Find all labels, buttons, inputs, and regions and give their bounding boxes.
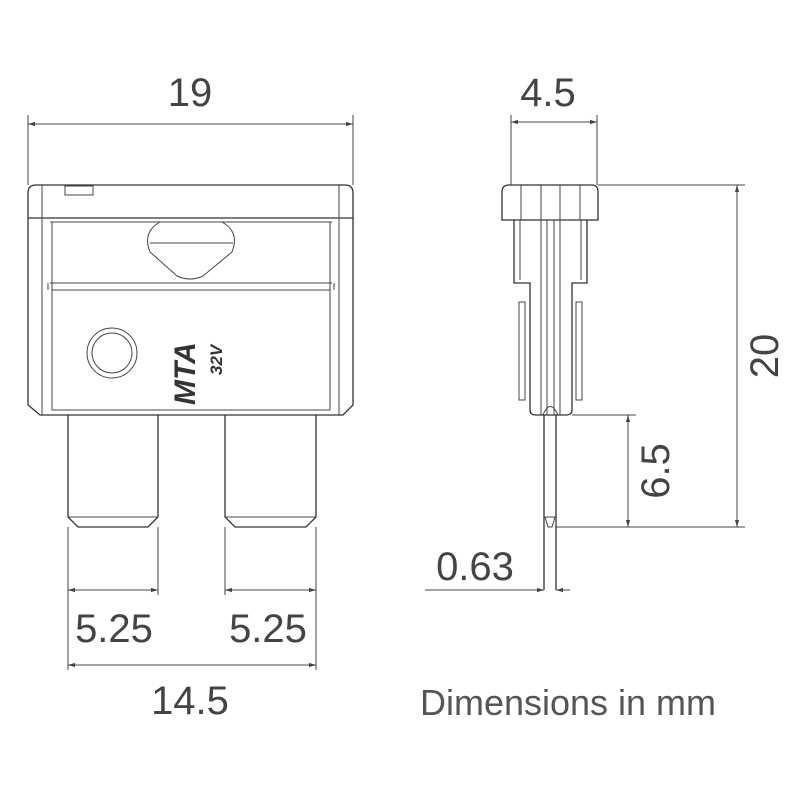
test-point-inner — [91, 332, 133, 374]
blade-left — [67, 415, 159, 528]
blade-right — [224, 415, 317, 528]
front-view: MTA 32V — [27, 184, 354, 528]
units-caption: Dimensions in mm — [420, 682, 716, 723]
dim-thickness-label: 4.5 — [520, 71, 576, 115]
dim-blade-span-label: 14.5 — [151, 679, 229, 723]
fuse-window — [147, 221, 235, 280]
side-view — [501, 184, 599, 590]
side-dimensions: 4.5 20 6.5 0.63 — [425, 71, 787, 593]
ridge — [47, 282, 335, 291]
brand-logo: MTA — [169, 342, 202, 405]
dim-blade-left-label: 5.25 — [75, 607, 153, 651]
fuse-body — [27, 218, 354, 416]
fuse-cap — [27, 184, 354, 219]
dim-height-label: 20 — [743, 334, 787, 379]
dim-width-label: 19 — [168, 71, 213, 115]
dim-blade-length-label: 6.5 — [634, 443, 678, 499]
side-body — [513, 220, 588, 416]
dim-blade-right-label: 5.25 — [229, 607, 307, 651]
front-dimensions: 19 5.25 5.25 14.5 — [27, 71, 354, 723]
dim-blade-thickness-label: 0.63 — [436, 545, 514, 589]
voltage-rating: 32V — [207, 343, 226, 375]
side-cap — [501, 184, 599, 221]
test-point-outer — [86, 327, 138, 379]
side-blade — [543, 415, 557, 590]
